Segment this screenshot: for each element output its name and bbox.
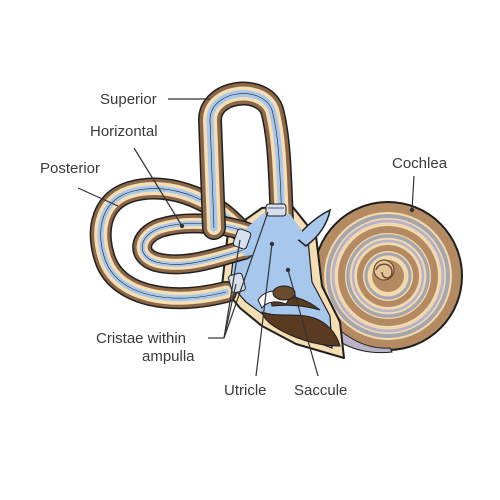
label-saccule: Saccule	[294, 382, 347, 399]
posterior-canal	[89, 177, 259, 310]
label-cristae-line1: Cristae within	[96, 330, 186, 347]
vestibule-endolymph-overlay	[238, 214, 304, 256]
label-horizontal: Horizontal	[90, 123, 158, 140]
label-utricle: Utricle	[224, 382, 267, 399]
label-cochlea: Cochlea	[392, 155, 448, 172]
superior-canal	[198, 81, 294, 240]
label-posterior: Posterior	[40, 160, 100, 177]
endolymphatic-duct	[294, 208, 331, 247]
saccule-membrane	[261, 311, 341, 347]
cochlea	[313, 201, 463, 354]
label-cristae-line2: ampulla	[142, 348, 195, 365]
leader-dots	[179, 207, 415, 273]
label-superior: Superior	[100, 91, 157, 108]
leader-lines	[77, 98, 415, 377]
saccule-macula	[272, 285, 296, 301]
crista-superior	[265, 203, 287, 217]
